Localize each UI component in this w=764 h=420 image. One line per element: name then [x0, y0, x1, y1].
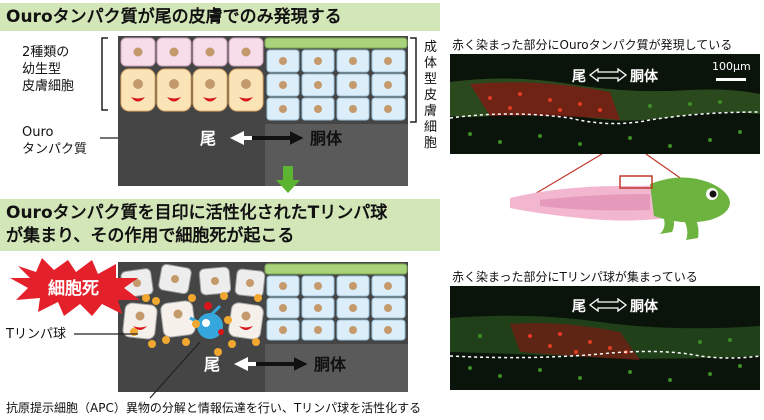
- micro-2-arrow: [588, 298, 628, 312]
- adult-skin-label: 成体型皮膚細胞: [424, 40, 438, 151]
- skin-diagram-1: 尾 胴体: [100, 36, 417, 186]
- apc-caption: 抗原提示細胞（APC）異物の分解と情報伝達を行い、Tリンパ球を活性化する: [6, 401, 422, 415]
- arrow-tail-label-1: 尾: [200, 129, 216, 148]
- dying-larval-cells: [120, 263, 266, 340]
- adult-skin-bracket: [410, 37, 417, 123]
- red-speckle-2: [528, 332, 628, 354]
- adult-skin-cells-1: [264, 37, 408, 121]
- arrow-body-label-2: 胴体: [314, 355, 347, 374]
- red-speckle-1: [488, 92, 602, 112]
- t-cell-label: Tリンパ球: [6, 327, 66, 342]
- tadpole-illustration: [510, 154, 730, 240]
- headline-banner-1: Ouroタンパク質が尾の皮膚でのみ発現する: [0, 3, 440, 31]
- tadpole-region-box: [619, 175, 653, 189]
- headline-2-line-2: が集まり、その作用で細胞死が起こる: [6, 226, 295, 246]
- scale-bar-1: [716, 78, 746, 81]
- micrograph-1: 尾 胴体 100μm: [450, 54, 760, 154]
- tail-body-arrow-1: [230, 131, 304, 145]
- larval-skin-label: 2種類の 幼生型 皮膚細胞: [22, 45, 75, 94]
- adult-skin-cells-2: [264, 263, 408, 341]
- larval-cells-top-row: [120, 37, 264, 67]
- scale-bar-label: 100μm: [712, 60, 751, 73]
- micro-2-tail-label: 尾: [572, 299, 586, 315]
- micrograph-2: 尾 胴体: [450, 286, 760, 390]
- micrograph-1-caption: 赤く染まった部分にOuroタンパク質が発現している: [452, 38, 733, 52]
- arrow-body-label-1: 胴体: [310, 129, 343, 148]
- tail-body-arrow-2: [234, 357, 308, 371]
- green-speckle-2: [468, 334, 742, 382]
- ouro-protein-label: Ouro タンパク質: [22, 125, 88, 157]
- headline-1: Ouroタンパク質が尾の皮膚でのみ発現する: [6, 7, 342, 27]
- arrow-tail-label-2: 尾: [204, 355, 220, 374]
- skin-diagram-2: 尾 胴体: [74, 262, 408, 399]
- cell-death-label: 細胞死: [48, 278, 99, 299]
- headline-2-line-1: Ouroタンパク質を目印に活性化されたTリンパ球: [6, 203, 388, 223]
- micro-1-arrow: [588, 68, 628, 82]
- larval-skin-bracket: [101, 37, 108, 111]
- micrograph-2-caption: 赤く染まった部分にTリンパ球が集まっている: [452, 270, 698, 284]
- flow-arrow-down: [276, 166, 300, 193]
- apc-pointer-line: [149, 341, 201, 399]
- larval-cells-bottom-row: [120, 68, 264, 112]
- green-speckle-1: [468, 100, 742, 148]
- micro-1-tail-label: 尾: [572, 69, 586, 85]
- cell-death-burst: 細胞死: [10, 258, 140, 316]
- dotted-boundary-2: [450, 350, 760, 359]
- micro-1-body-label: 胴体: [630, 69, 658, 85]
- headline-banner-2: Ouroタンパク質を目印に活性化されたTリンパ球 が集まり、その作用で細胞死が起…: [0, 199, 440, 251]
- micro-2-body-label: 胴体: [630, 299, 658, 315]
